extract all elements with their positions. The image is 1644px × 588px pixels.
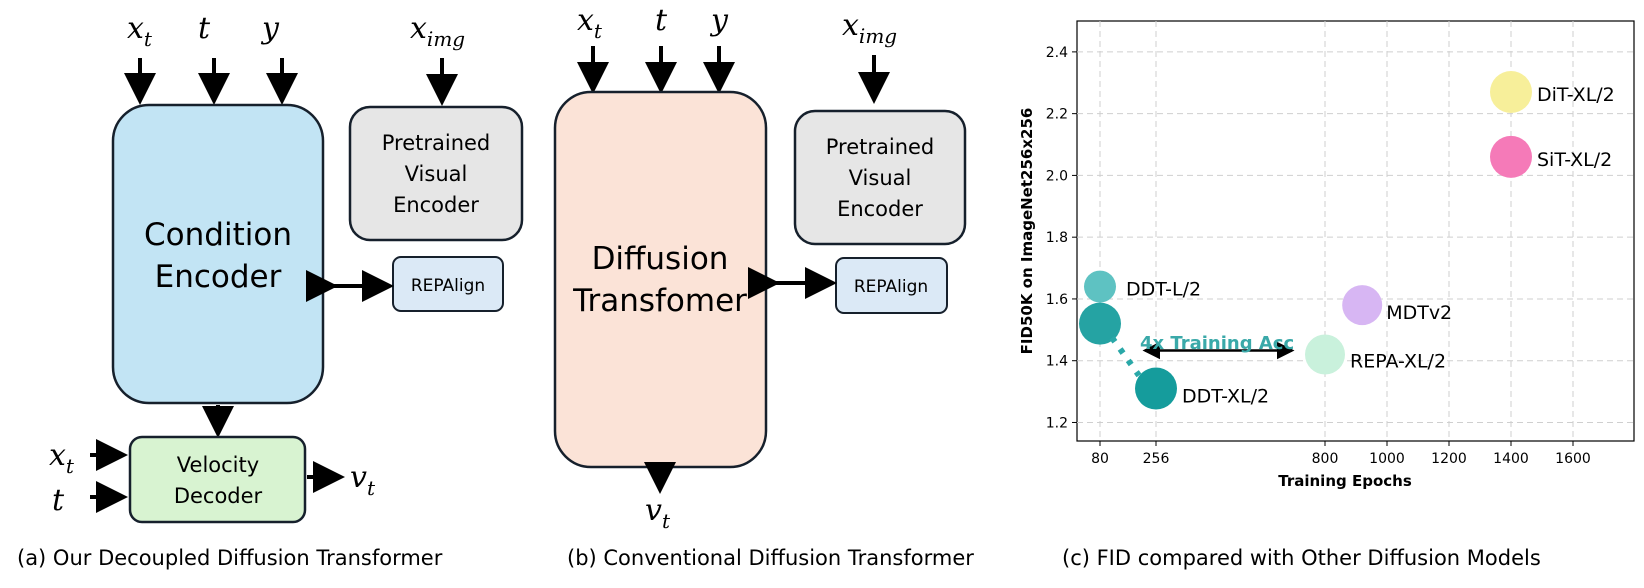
point-label: DDT-L/2 bbox=[1126, 279, 1201, 301]
plot-area bbox=[1076, 20, 1635, 442]
x-tick-label: 80 bbox=[1091, 451, 1109, 467]
y-tick-label: 1.6 bbox=[1046, 292, 1068, 308]
x-tick-label: 800 bbox=[1312, 451, 1339, 467]
input-x: xt bbox=[127, 11, 153, 51]
y-tick-label: 1.2 bbox=[1046, 415, 1068, 431]
x-axis-label: Training Epochs bbox=[1278, 472, 1412, 490]
point-label: SiT-XL/2 bbox=[1537, 149, 1612, 171]
repalign-label-a: REPAlign bbox=[411, 276, 485, 296]
output-vt-b: vt bbox=[645, 493, 671, 533]
x-tick-label: 1000 bbox=[1369, 451, 1405, 467]
panel-b: xt t y ximg Diffusion Transfomer Pretrai… bbox=[553, 3, 974, 570]
condition-encoder-label-1: Condition bbox=[144, 217, 292, 253]
diffusion-transformer-box bbox=[553, 90, 768, 469]
pretrained-encoder-box-a bbox=[348, 105, 524, 242]
pretrained-label-2-b: Visual bbox=[849, 166, 912, 190]
input-t: t bbox=[198, 11, 211, 46]
pretrained-label-1-b: Pretrained bbox=[826, 135, 935, 159]
caption-a: (a) Our Decoupled Diffusion Transformer bbox=[17, 546, 443, 570]
y-tick-label: 2.4 bbox=[1046, 45, 1068, 61]
training-acc-annotation: 4x Training Acc bbox=[1140, 333, 1294, 354]
scatter-point bbox=[1079, 302, 1121, 345]
input-t-b: t bbox=[655, 3, 668, 38]
points bbox=[1079, 71, 1532, 410]
condition-encoder-box bbox=[111, 103, 325, 405]
y-tick-label: 2.2 bbox=[1046, 107, 1068, 123]
pretrained-label-3-a: Encoder bbox=[393, 193, 479, 217]
pretrained-encoder-box-b bbox=[793, 109, 967, 246]
y-tick-label: 1.4 bbox=[1046, 354, 1068, 370]
y-tick-label: 1.8 bbox=[1046, 230, 1068, 246]
scatter-point bbox=[1305, 334, 1345, 375]
input-x-b: xt bbox=[577, 3, 603, 43]
decoder-input-t: t bbox=[52, 483, 65, 518]
x-tick-label: 1200 bbox=[1431, 451, 1467, 467]
scatter-point bbox=[1084, 270, 1116, 303]
pretrained-label-3-b: Encoder bbox=[837, 197, 923, 221]
velocity-decoder-label-1: Velocity bbox=[177, 453, 259, 477]
input-y-b: y bbox=[709, 3, 729, 38]
x-tick-label: 1400 bbox=[1493, 451, 1529, 467]
panel-a: xt t y ximg Condition Encoder Pretrained… bbox=[17, 11, 524, 570]
scatter-point bbox=[1342, 285, 1383, 326]
caption-c: (c) FID compared with Other Diffusion Mo… bbox=[1062, 546, 1541, 570]
ticks: 80 256 800 1000 1200 1400 1600 1.2 1.4 1.6 1.8 2.0 2… bbox=[1046, 45, 1591, 467]
input-ximg-b: ximg bbox=[842, 8, 897, 48]
velocity-decoder-label-2: Decoder bbox=[174, 484, 263, 508]
diffusion-transformer-label-2: Transfomer bbox=[572, 283, 747, 319]
scatter-point bbox=[1490, 135, 1532, 178]
panel-c: 80 256 800 1000 1200 1400 1600 1.2 1.4 1.6 1.8 2.0 2… bbox=[1018, 20, 1635, 570]
x-tick-label: 256 bbox=[1143, 451, 1170, 467]
point-label: REPA-XL/2 bbox=[1350, 351, 1446, 373]
scatter-point bbox=[1135, 367, 1177, 410]
x-tick-label: 1600 bbox=[1555, 451, 1591, 467]
input-y: y bbox=[260, 11, 280, 46]
point-label: DDT-XL/2 bbox=[1182, 386, 1269, 408]
caption-b: (b) Conventional Diffusion Transformer bbox=[567, 546, 974, 570]
output-vt-a: vt bbox=[350, 460, 376, 500]
scatter-point bbox=[1490, 71, 1532, 114]
velocity-decoder-box bbox=[128, 435, 307, 524]
point-label: DiT-XL/2 bbox=[1537, 84, 1615, 106]
pretrained-label-1-a: Pretrained bbox=[382, 131, 491, 155]
input-ximg: ximg bbox=[410, 11, 465, 51]
point-labels: DiT-XL/2SiT-XL/2DDT-L/2MDTv2REPA-XL/2DDT… bbox=[1126, 84, 1615, 407]
decoder-input-x: xt bbox=[49, 438, 75, 478]
repalign-label-b: REPAlign bbox=[854, 277, 928, 297]
condition-encoder-label-2: Encoder bbox=[155, 259, 282, 295]
diffusion-transformer-label-1: Diffusion bbox=[592, 241, 729, 277]
pretrained-label-2-a: Visual bbox=[405, 162, 468, 186]
point-label: MDTv2 bbox=[1386, 302, 1452, 324]
y-axis-label: FID50K on ImageNet256x256 bbox=[1018, 108, 1036, 355]
y-tick-label: 2.0 bbox=[1046, 168, 1068, 184]
